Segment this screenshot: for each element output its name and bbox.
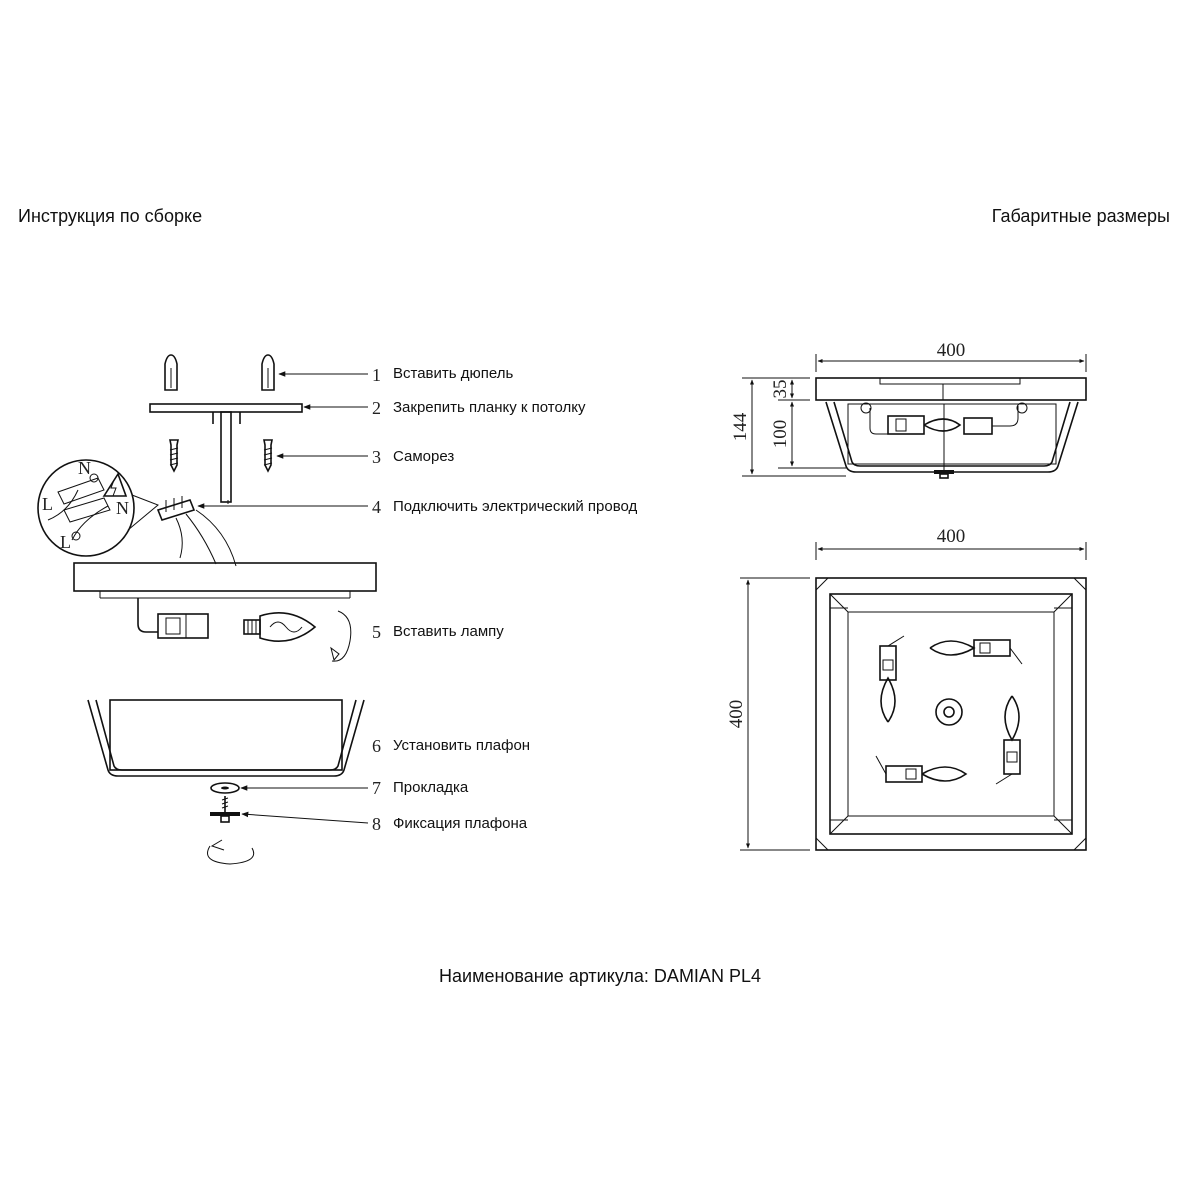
step-2-label: Закрепить планку к потолку (393, 399, 586, 416)
bulb-icon (243, 612, 317, 642)
wiring-l-bottom: L (60, 532, 71, 552)
wiring-detail: N N L L (37, 458, 237, 567)
top-width-dim: 400 (937, 526, 966, 547)
assembly-heading: Инструкция по сборке (18, 206, 203, 226)
step-5-label: Вставить лампу (393, 623, 504, 640)
article-name: Наименование артикула: DAMIAN PL4 (439, 966, 761, 986)
side-total-height-dim: 144 (730, 412, 751, 441)
step-labels: 1 Вставить дюпель 2 Закрепить планку к п… (372, 365, 638, 834)
dimensions-heading: Габаритные размеры (991, 206, 1170, 226)
assembly-drawing: N N L L (37, 354, 638, 865)
step-4-label: Подключить электрический провод (393, 498, 638, 515)
step-6-num: 6 (372, 736, 381, 756)
rotate-arrow-icon (331, 610, 352, 662)
side-width-dim: 400 (937, 340, 966, 361)
step-3-num: 3 (372, 447, 381, 467)
lamp-bottom (875, 755, 968, 783)
step-5-num: 5 (372, 622, 381, 642)
screw-icon (169, 439, 273, 473)
rotate-arrow-icon-2 (207, 845, 255, 865)
step-2-num: 2 (372, 398, 381, 418)
wiring-n-top: N (78, 458, 91, 478)
top-height-dim: 400 (726, 700, 747, 729)
step-8-num: 8 (372, 814, 381, 834)
dowel-icon (164, 354, 275, 391)
step-4-num: 4 (372, 497, 381, 517)
lamp-right (995, 695, 1021, 785)
step-8-label: Фиксация плафона (393, 815, 528, 832)
lamp-top (929, 639, 1023, 665)
canopy-base (73, 562, 377, 639)
wiring-n-right: N (116, 498, 129, 518)
step-3-label: Саморез (393, 448, 454, 465)
wiring-l-left: L (42, 494, 53, 514)
warning-icon (102, 472, 128, 497)
step-1-num: 1 (372, 365, 381, 385)
step-1-label: Вставить дюпель (393, 365, 513, 382)
mounting-plate (149, 403, 303, 503)
top-view: 400 400 (726, 526, 1087, 851)
gasket-icon (210, 782, 240, 794)
lamp-left (879, 635, 905, 723)
step-6-label: Установить плафон (393, 737, 530, 754)
fixing-knob-icon (210, 796, 240, 823)
shade-side (87, 699, 365, 777)
side-base-dim: 35 (770, 380, 791, 399)
step-7-num: 7 (372, 778, 381, 798)
side-shade-dim: 100 (770, 420, 791, 449)
step-7-label: Прокладка (393, 779, 469, 796)
side-view: 400 144 35 100 (730, 340, 1087, 479)
